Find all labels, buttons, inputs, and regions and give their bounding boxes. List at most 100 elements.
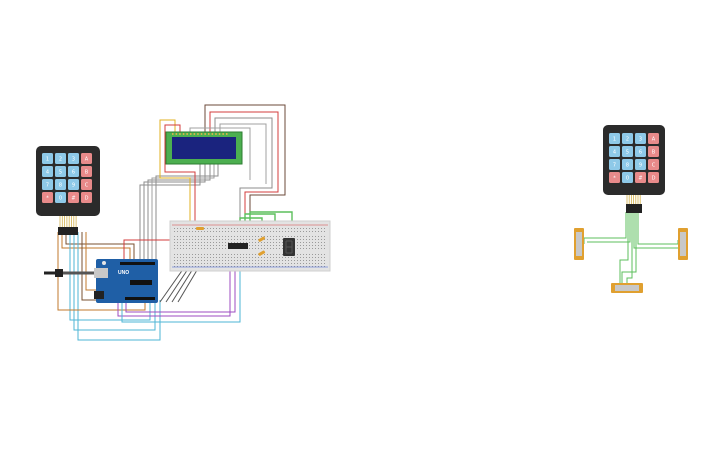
power-jack [94,291,104,299]
keypad-key[interactable]: 4 [42,166,53,177]
wire[interactable] [619,212,629,284]
keypad-key[interactable]: 9 [635,159,646,170]
keypad-key-label: 4 [613,150,616,156]
keypad-key-label: 6 [639,150,642,156]
wire[interactable] [214,117,273,222]
keypad-key[interactable]: 6 [68,166,79,177]
keypad-key[interactable]: 6 [635,146,646,157]
wire[interactable] [65,232,135,262]
wire[interactable] [583,212,627,244]
wire[interactable] [143,160,206,262]
wire[interactable] [209,111,279,222]
usb-cable[interactable] [44,269,94,277]
resistor-right-left[interactable] [574,228,584,260]
keypad-key-label: 5 [59,170,62,176]
wire[interactable] [219,123,267,184]
keypad-key-label: 1 [613,137,616,143]
keypad-key-label: 8 [59,183,62,189]
keypad-key-label: 8 [626,163,629,169]
keypad-key[interactable]: 3 [68,153,79,164]
resistor-right-right[interactable] [678,228,688,260]
keypad-key[interactable]: 9 [68,179,79,190]
keypad-key[interactable]: 0 [622,172,633,183]
keypad-key[interactable]: 1 [42,153,53,164]
breadboard-holes [174,228,325,267]
wire[interactable] [147,160,211,262]
ic-chip[interactable] [228,243,248,249]
keypad-key[interactable]: 7 [42,179,53,190]
wire[interactable] [155,160,219,262]
keypad-key-label: D [652,176,656,182]
arduino-uno-board[interactable]: UNO [94,259,158,303]
keypad-key[interactable]: C [81,179,92,190]
lcd-display[interactable] [165,131,243,165]
keypad-key[interactable]: 8 [622,159,633,170]
keypad-key[interactable]: * [609,172,620,183]
keypad-key[interactable]: A [648,133,659,144]
wire[interactable] [69,232,151,321]
wire[interactable] [77,232,161,341]
keypad-key-label: B [652,150,656,156]
keypad-key[interactable]: 3 [635,133,646,144]
keypad-key[interactable]: 8 [55,179,66,190]
keypad-key[interactable]: 2 [622,133,633,144]
wire[interactable] [621,212,637,284]
keypad-key-label: 5 [626,150,629,156]
wire[interactable] [139,160,201,262]
keypad-key[interactable]: 4 [609,146,620,157]
arduino-logo: UNO [118,270,129,276]
keypad-key-label: 0 [59,196,62,202]
wire[interactable] [159,119,191,222]
keypad-key-label: 4 [46,170,49,176]
keypad-key-label: # [638,176,642,182]
keypad-key-label: 3 [639,137,642,143]
keypad-key-label: B [85,170,89,176]
breadboard[interactable] [169,220,331,272]
wire[interactable] [117,250,231,317]
keypad-key[interactable]: B [81,166,92,177]
microcontroller-chip [130,280,152,285]
keypad-key[interactable]: 7 [609,159,620,170]
resistor-right-bottom[interactable] [611,283,643,293]
keypad-key[interactable]: 0 [55,192,66,203]
wire[interactable] [61,232,131,262]
wire[interactable] [125,250,236,313]
wire[interactable] [73,232,156,331]
lcd-pins [172,133,228,135]
keypad-key[interactable]: C [648,159,659,170]
wire[interactable] [164,124,196,222]
wire[interactable] [204,104,286,222]
keypad-key[interactable]: 5 [622,146,633,157]
wires-right-circuit [583,212,680,284]
keypad-key-label: * [46,196,49,202]
reset-button [102,261,106,265]
keypad-key[interactable]: 5 [55,166,66,177]
keypad-right-connector [626,204,642,213]
keypad-key[interactable]: 1 [609,133,620,144]
keypad-key[interactable]: D [81,192,92,203]
keypad-key[interactable]: D [648,172,659,183]
wire[interactable] [633,212,680,249]
seven-segment-display[interactable] [283,238,295,256]
keypad-key-label: C [652,163,656,169]
resistor[interactable] [258,236,266,242]
keypad-key-label: * [613,176,616,182]
keypad-key[interactable]: # [68,192,79,203]
keypad-key[interactable]: # [635,172,646,183]
resistor[interactable] [196,227,204,230]
wire[interactable] [626,212,633,284]
keypad-key-label: 9 [72,183,75,189]
wire[interactable] [637,212,679,245]
resistor[interactable] [258,250,266,256]
keypad-key[interactable]: A [81,153,92,164]
wire[interactable] [587,212,631,243]
keypad-key-label: 2 [626,137,629,143]
wire[interactable] [121,250,241,323]
keypad-key[interactable]: B [648,146,659,157]
keypad-key[interactable]: * [42,192,53,203]
keypad-key[interactable]: 2 [55,153,66,164]
